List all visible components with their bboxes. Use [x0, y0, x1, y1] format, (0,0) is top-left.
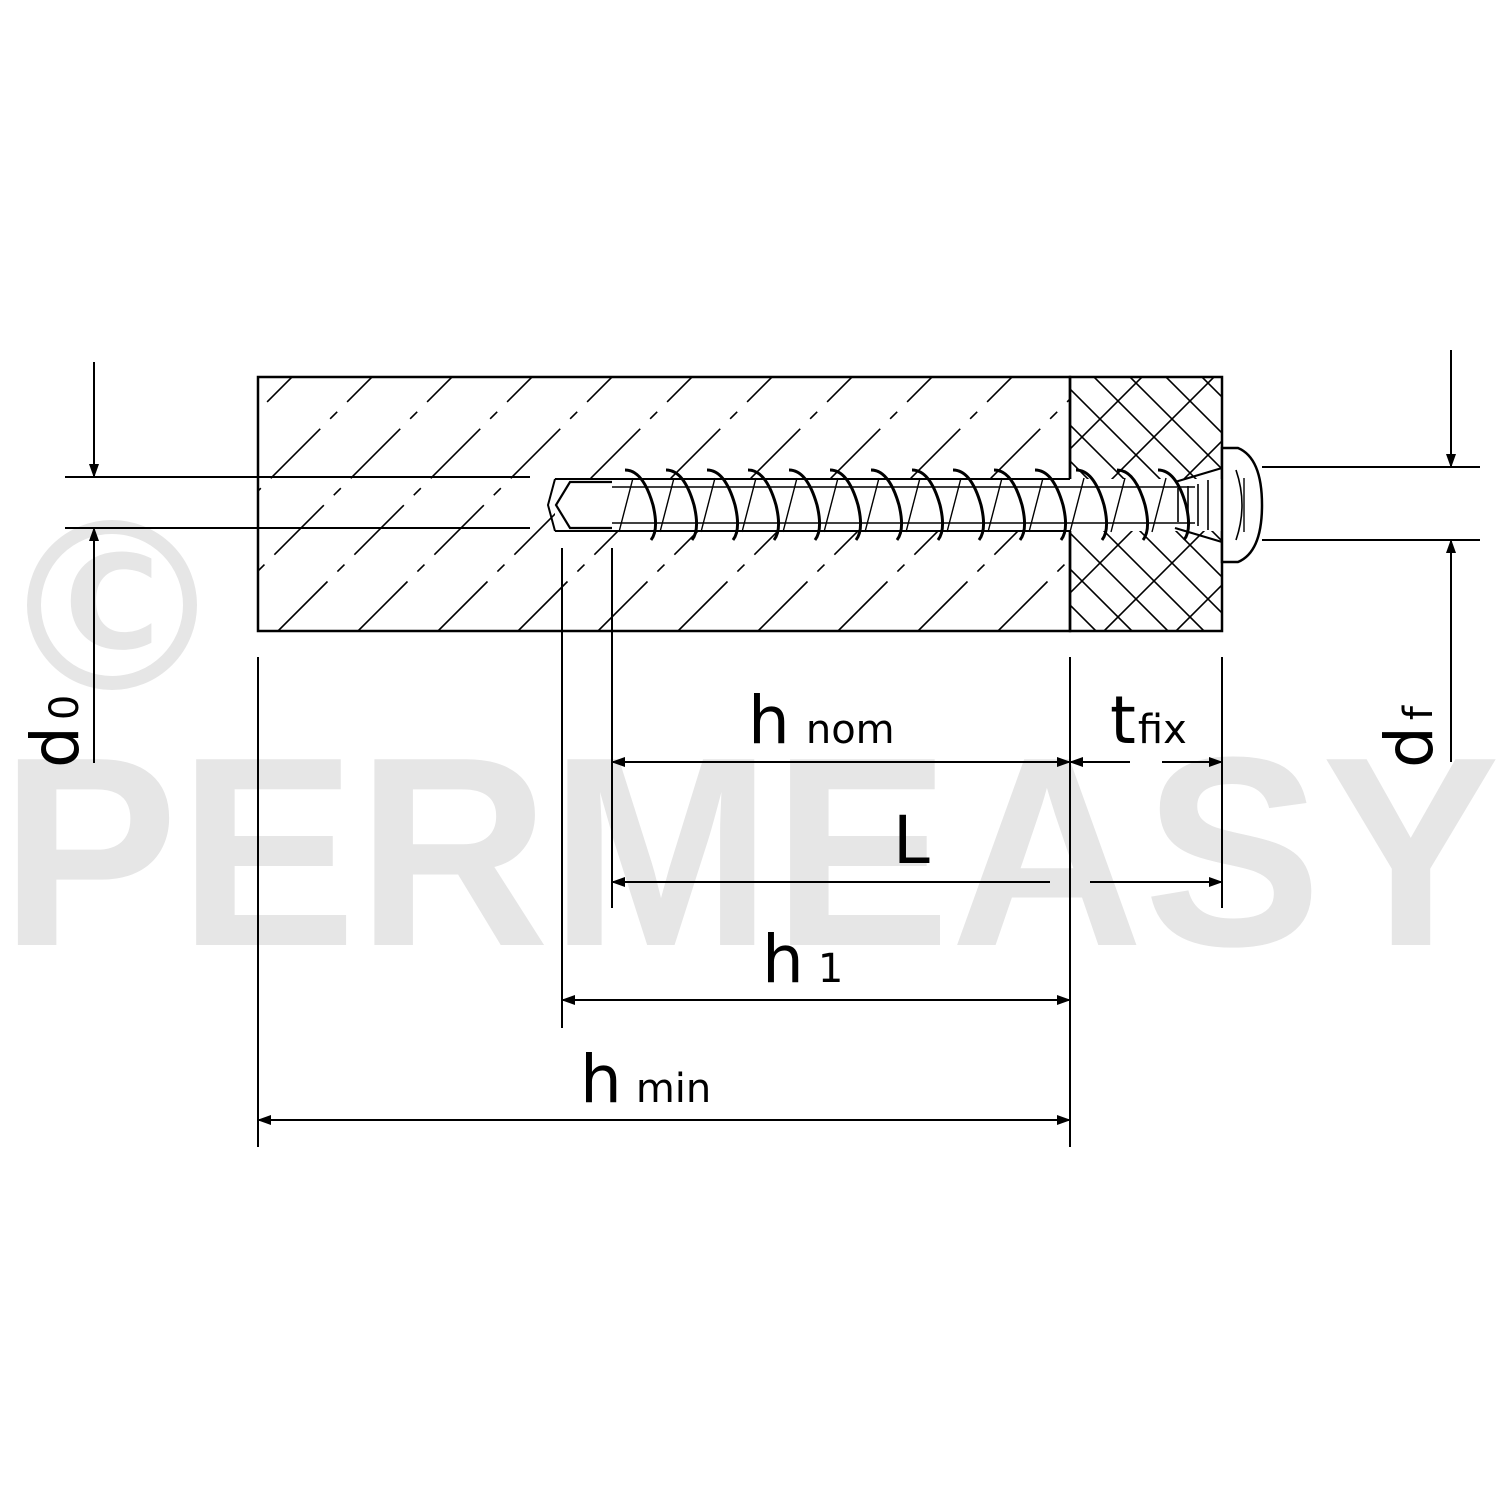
label-tfix: tfix [1110, 682, 1187, 759]
dimension-d0: d0 [17, 362, 99, 768]
label-df: df [1371, 705, 1448, 768]
dimension-df: df [1371, 350, 1456, 768]
screw-head [1220, 446, 1264, 564]
label-d0: d0 [17, 695, 94, 768]
dimension-tfix: tfix [1069, 682, 1223, 767]
extension-lines [65, 466, 1480, 1147]
concrete-screw [554, 446, 1264, 564]
watermark-text: PERMEASY [0, 702, 1500, 1003]
dimension-L: L [611, 802, 1223, 887]
base-material-block [256, 375, 1072, 633]
label-L: L [893, 802, 930, 879]
watermark: C PERMEASY [0, 520, 1500, 1003]
base-hatching [258, 377, 1070, 631]
svg-text:C: C [64, 527, 159, 679]
copyright-symbol-icon: C [27, 520, 197, 690]
